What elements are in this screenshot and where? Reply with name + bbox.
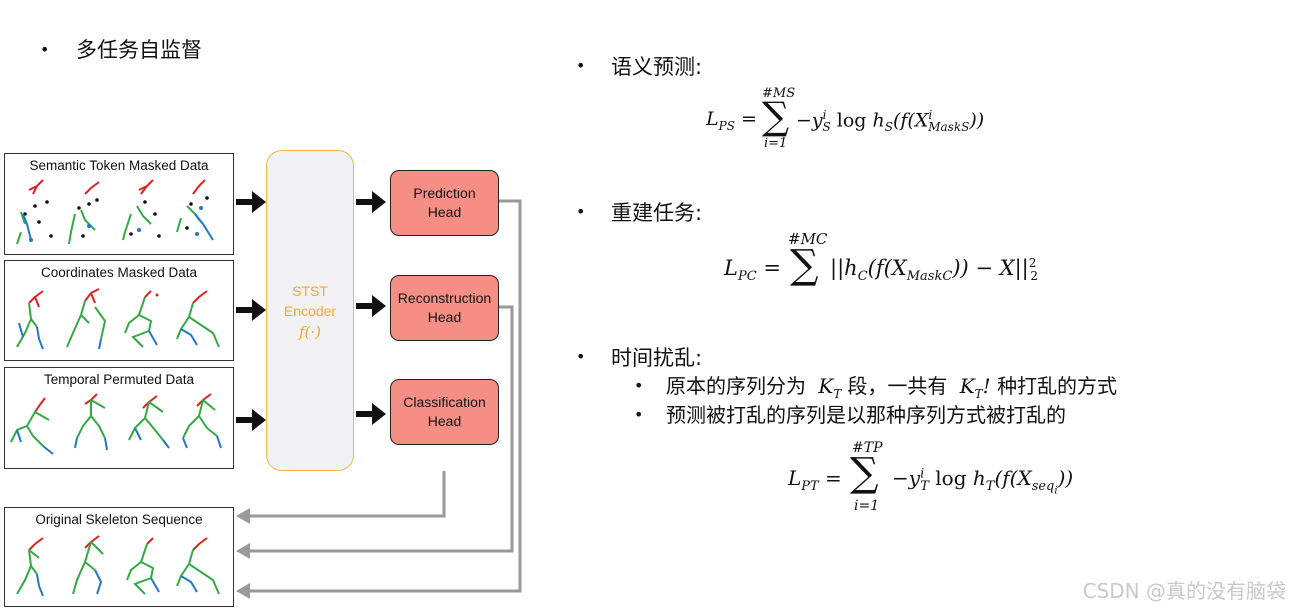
- arrow-head: [252, 191, 266, 213]
- reconstruction-head: Reconstruction Head: [390, 275, 499, 341]
- skeleton-figures: [16, 179, 214, 245]
- arrow-head: [252, 299, 266, 321]
- arrow-shaft: [356, 411, 374, 417]
- return-line-classification: [248, 471, 446, 518]
- kt-factorial: KT!: [959, 374, 991, 401]
- formula-pt: LPT = #TP ∑ i=1 −yiT log hT(f(Xseqi)): [786, 440, 1116, 520]
- sum-lower: i=1: [854, 498, 880, 514]
- watermark: CSDN @真的没有脑袋: [1082, 579, 1286, 603]
- arrow-head: [236, 543, 250, 559]
- encoder-label-1: STST: [292, 283, 328, 299]
- sum-symbol: ∑: [762, 94, 790, 138]
- formula-lhs: LPC =: [724, 256, 781, 285]
- bullet-dot: •: [634, 405, 644, 424]
- temporal-title: 时间扰乱:: [611, 346, 703, 370]
- panel-title: Original Skeleton Sequence: [35, 512, 203, 527]
- sum-lower: i=1: [764, 136, 788, 151]
- bullet-dot: •: [576, 347, 586, 366]
- sum-upper: #MC: [788, 230, 828, 248]
- left-title: 多任务自监督: [76, 38, 202, 62]
- sum-symbol: ∑: [850, 450, 879, 496]
- temporal-sub1-a: 原本的序列分为: [666, 374, 806, 398]
- arrow-shaft: [356, 303, 374, 309]
- recon-title: 重建任务:: [611, 201, 703, 225]
- arrow-head: [252, 409, 266, 431]
- temporal-sub1-b: 段，一共有: [847, 374, 948, 398]
- head-label: Prediction: [413, 185, 476, 201]
- formula-lhs: LPS =: [706, 108, 757, 133]
- arrow-head: [236, 508, 250, 524]
- arrow-shaft: [236, 199, 254, 205]
- head-label: Reconstruction: [397, 290, 492, 306]
- arrow-head: [372, 403, 386, 425]
- return-line-prediction: [248, 199, 522, 593]
- head-label: Head: [427, 204, 462, 220]
- encoder-function: f(·): [298, 323, 322, 341]
- formula-rhs: −yiT log hT(f(Xseqi)): [892, 466, 1074, 497]
- skeleton-figures: [16, 535, 220, 597]
- panel-original-skeleton: Original Skeleton Sequence: [4, 507, 234, 607]
- formula-lhs: LPT =: [788, 466, 842, 494]
- formula-pc: LPC = #MC ∑ ||hC(f(XMaskC)) − X||22: [722, 230, 1082, 290]
- head-label: Classification: [403, 394, 486, 410]
- return-line-reconstruction: [248, 305, 514, 553]
- encoder-to-head-arrows: [356, 191, 386, 425]
- formula-rhs: −yiS log hS(f(XiMaskS)): [796, 108, 985, 135]
- sum-upper: #MS: [762, 86, 796, 101]
- panel-title: Coordinates Masked Data: [40, 265, 198, 280]
- encoder-block: STST Encoder f(·): [266, 150, 354, 471]
- panel-temporal-permuted: Temporal Permuted Data: [4, 367, 234, 469]
- panel-title: Semantic Token Masked Data: [29, 158, 209, 173]
- bullet-dot: •: [576, 202, 586, 221]
- formula-rhs: ||hC(f(XMaskC)) − X||22: [830, 256, 1039, 285]
- bullet-dot: •: [576, 56, 586, 75]
- skeleton-figures: [10, 393, 222, 455]
- arrow-head: [372, 295, 386, 317]
- skeleton-figures: [16, 288, 220, 350]
- arrow-shaft: [356, 199, 374, 205]
- kt-symbol: KT: [818, 374, 842, 401]
- temporal-sub2: 预测被打乱的序列是以那种序列方式被打乱的: [666, 403, 1066, 427]
- semantic-title: 语义预测:: [611, 55, 703, 79]
- panel-semantic-masked: Semantic Token Masked Data: [4, 153, 234, 255]
- arrow-head: [372, 191, 386, 213]
- arrow-shaft: [236, 307, 254, 313]
- classification-head: Classification Head: [390, 379, 499, 445]
- panel-coordinates-masked: Coordinates Masked Data: [4, 260, 234, 361]
- input-arrows: [236, 191, 266, 431]
- return-arrows: [236, 199, 522, 599]
- arrow-shaft: [236, 417, 254, 423]
- sum-upper: #TP: [852, 440, 883, 456]
- formula-ps: LPS = #MS ∑ i=1 −yiS log hS(f(XiMaskS)): [704, 86, 1004, 158]
- bullet-dot: •: [40, 40, 50, 59]
- bullet-dot: •: [634, 376, 644, 395]
- head-label: Head: [427, 309, 462, 325]
- temporal-sub1-c: 种打乱的方式: [997, 374, 1118, 398]
- prediction-head: Prediction Head: [390, 170, 499, 236]
- sum-symbol: ∑: [790, 242, 819, 288]
- arrow-head: [236, 583, 250, 599]
- panel-title: Temporal Permuted Data: [43, 372, 195, 387]
- encoder-label-2: Encoder: [283, 303, 337, 319]
- head-label: Head: [427, 413, 462, 429]
